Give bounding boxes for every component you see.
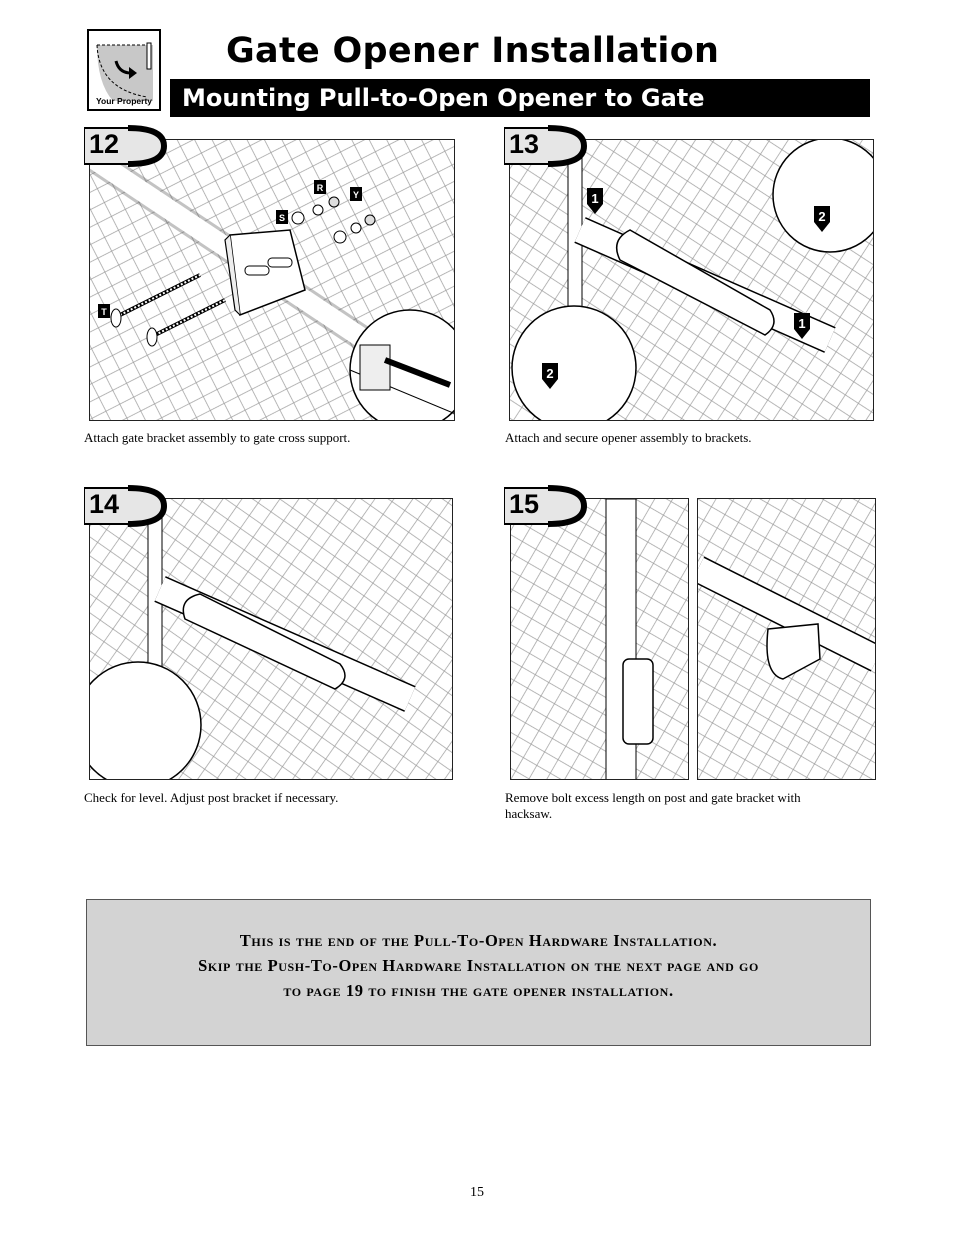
- svg-text:2: 2: [818, 209, 825, 224]
- callout-2: 2: [814, 206, 830, 232]
- step-14-badge: 14: [84, 484, 168, 528]
- end-of-section-note: This is the end of the Pull-To-Open Hard…: [86, 899, 871, 1046]
- step-15-caption: Remove bolt excess length on post and ga…: [505, 790, 801, 821]
- svg-text:1: 1: [798, 316, 805, 331]
- step-12-caption: Attach gate bracket assembly to gate cro…: [84, 430, 351, 445]
- step-12-badge: 12: [84, 124, 168, 168]
- callout-1: 1: [587, 188, 603, 214]
- logo-label: Your Property: [95, 96, 153, 106]
- svg-text:S: S: [279, 213, 285, 223]
- step-14-caption: Check for level. Adjust post bracket if …: [84, 790, 339, 805]
- part-label-r: R: [314, 180, 326, 194]
- property-logo: Your Property: [87, 29, 161, 111]
- part-label-s: S: [276, 210, 288, 224]
- step-14-illustration: [89, 498, 453, 780]
- step-13-badge: 13: [504, 124, 588, 168]
- step-15-badge: 15: [504, 484, 588, 528]
- part-label-t: T: [98, 304, 110, 318]
- step-14-number: 14: [89, 489, 120, 519]
- note-line-2: Skip the Push-To-Open Hardware Installat…: [198, 956, 759, 975]
- svg-text:T: T: [101, 307, 107, 317]
- section-heading: Mounting Pull-to-Open Opener to Gate: [170, 79, 870, 117]
- step-15-illustration-gate: [697, 498, 876, 780]
- step-13-caption: Attach and secure opener assembly to bra…: [505, 430, 752, 445]
- svg-text:1: 1: [591, 191, 598, 206]
- svg-text:R: R: [317, 183, 324, 193]
- step-13-number: 13: [509, 129, 540, 159]
- part-label-y: Y: [350, 187, 362, 201]
- svg-text:Y: Y: [353, 190, 359, 200]
- callout-4: 2: [542, 363, 558, 389]
- step-13-illustration: 1 2 1 2: [509, 139, 874, 421]
- svg-text:2: 2: [546, 366, 553, 381]
- step-15-number: 15: [509, 489, 540, 519]
- page-number: 15: [470, 1185, 484, 1200]
- step-15-illustration-post: [510, 498, 689, 780]
- step-12-number: 12: [89, 129, 120, 159]
- page-title: Gate Opener Installation: [226, 31, 720, 71]
- note-line-3: to page 19 to finish the gate opener ins…: [283, 981, 674, 1000]
- step-12-illustration: R S Y T: [89, 139, 455, 421]
- callout-3: 1: [794, 313, 810, 339]
- gate-swing-icon: [96, 42, 153, 101]
- note-line-1: This is the end of the Pull-To-Open Hard…: [239, 931, 718, 950]
